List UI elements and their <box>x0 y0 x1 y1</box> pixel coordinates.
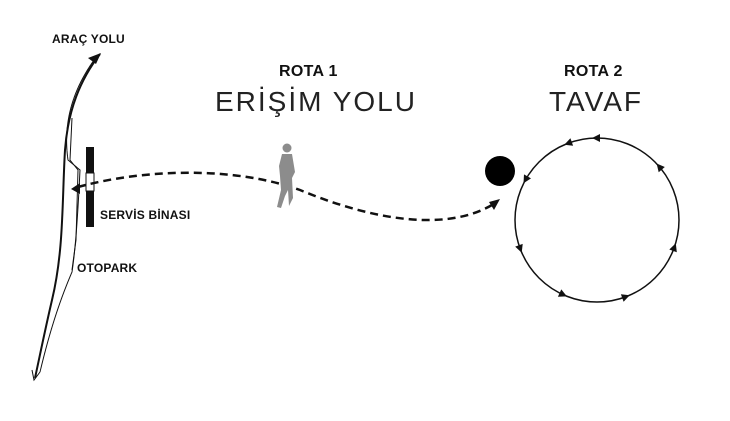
service-building-label: SERVİS BİNASI <box>100 208 191 222</box>
route1-name: ERİŞİM YOLU <box>215 86 417 117</box>
route2-number: ROTA 2 <box>564 63 623 80</box>
route1-number: ROTA 1 <box>279 63 338 80</box>
tavaf-circle <box>514 137 680 303</box>
parking-label: OTOPARK <box>77 261 138 275</box>
road-arrow-head-icon <box>88 53 101 64</box>
route1-arrow-left-icon <box>71 183 80 194</box>
route1-dashed-path <box>77 171 493 222</box>
vehicle-road-line <box>34 53 101 379</box>
tavaf-arrow-icon <box>564 138 574 146</box>
tavaf-arrow-icon <box>656 163 665 173</box>
black-circle-icon <box>485 156 515 186</box>
tavaf-arrow-icon <box>557 289 567 297</box>
tavaf-arrow-icon <box>515 243 523 253</box>
vehicle-road-label: ARAÇ YOLU <box>52 32 125 46</box>
walking-person-icon <box>277 143 295 208</box>
tavaf-arrow-icon <box>669 243 677 253</box>
tavaf-direction-arrows <box>515 134 677 302</box>
route2-name: TAVAF <box>549 86 643 117</box>
route1-arrow-right-icon <box>489 199 500 210</box>
vehicle-road-edge-2 <box>69 117 79 271</box>
tavaf-arrow-icon <box>620 294 630 302</box>
tavaf-arrow-icon <box>592 134 600 142</box>
vehicle-road-edge <box>39 55 98 373</box>
tavaf-arrow-icon <box>523 174 531 184</box>
road-arrow-tail-icon <box>31 369 41 382</box>
service-building-gap <box>85 172 95 192</box>
